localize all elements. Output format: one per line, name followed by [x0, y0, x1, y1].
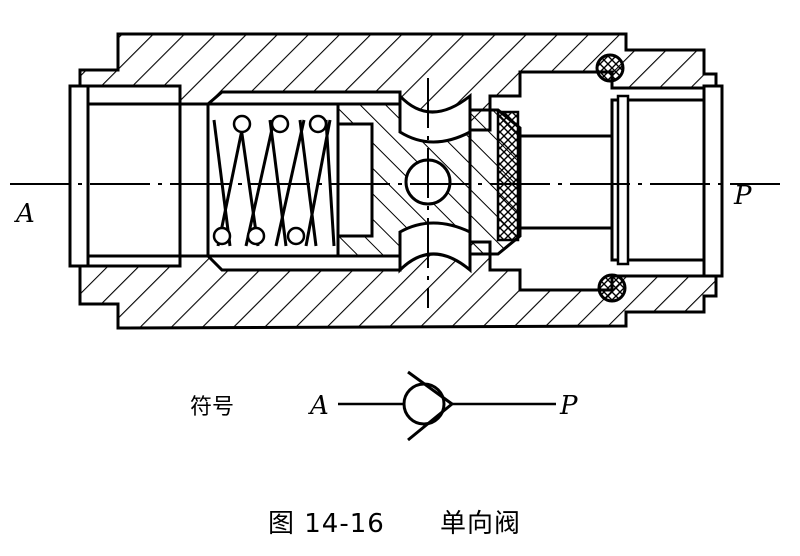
seal-ring-top [595, 53, 625, 83]
port-a-bore [86, 102, 182, 258]
figure-number: 图 14-16 [268, 509, 385, 539]
symbol-caption: 符号 [190, 395, 234, 420]
seal-ring-bottom [597, 273, 627, 303]
seat-insert [496, 110, 520, 242]
symbol-port-a-label: A [308, 391, 329, 421]
check-valve-symbol: 符号 A P [190, 370, 578, 442]
port-a-fitting [68, 84, 90, 268]
valve-cross-section: A P [10, 32, 780, 330]
symbol-port-p-label: P [559, 391, 578, 421]
valve-body-bottom [78, 240, 718, 330]
centerlines [10, 78, 780, 308]
spring-wire-sections [212, 114, 328, 246]
port-a-label: A [14, 199, 35, 229]
port-p-fitting [702, 84, 724, 278]
outlet-passage [518, 134, 614, 230]
port-p-label: P [733, 181, 752, 211]
figure-title: 单向阀 [440, 509, 521, 539]
symbol-ball [402, 382, 446, 426]
valve-body-top [78, 32, 718, 132]
figure-caption: 图 14-16 单向阀 [268, 509, 521, 539]
